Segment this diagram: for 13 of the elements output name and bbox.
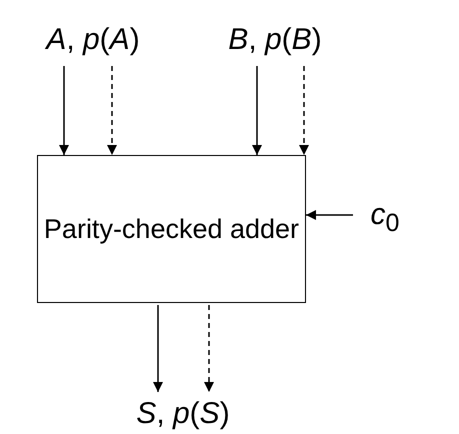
- arrow: [306, 210, 353, 220]
- signal-label: A, p(A): [46, 22, 140, 56]
- arrow: [107, 66, 117, 155]
- signal-label: B, p(B): [228, 22, 322, 56]
- arrow: [252, 66, 262, 155]
- signal-label: c$_{0}$: [370, 198, 400, 238]
- arrow: [59, 66, 69, 155]
- process-box: [37, 155, 306, 303]
- arrow: [299, 66, 309, 155]
- arrow: [153, 305, 163, 392]
- arrow: [204, 305, 214, 392]
- box-label: Parity-checked adder: [44, 212, 300, 246]
- signal-label: S, p(S): [136, 396, 230, 430]
